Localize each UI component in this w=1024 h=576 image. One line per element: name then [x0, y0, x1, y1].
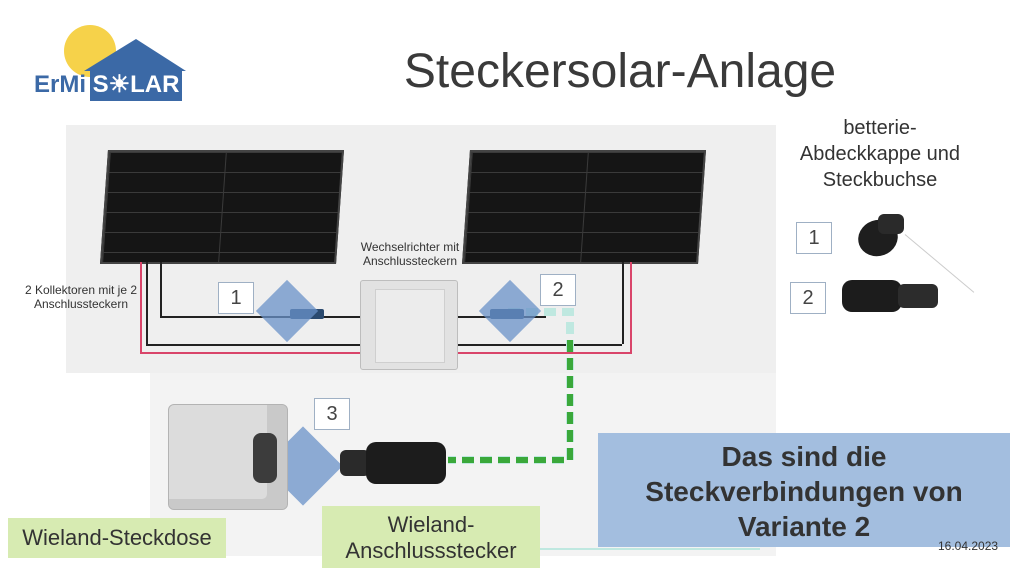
plug-label: Wieland-Anschlussstecker [322, 506, 540, 568]
slide-date: 16.04.2023 [938, 539, 999, 553]
inverter-label: Wechselrichter mit Anschlussteckern [360, 240, 460, 268]
right-item-2-number: 2 [790, 282, 826, 314]
wire-right-1 [622, 262, 624, 344]
wire-left-h3 [160, 316, 360, 318]
right-panel-title: betterie-Abdeckkappe und Steckbuchse [799, 117, 961, 191]
info-box: Das sind die Steckverbindungen von Varia… [598, 433, 1010, 547]
green-cable [448, 308, 574, 464]
logo: ErMi S☀LAR [34, 25, 186, 105]
solar-panel-left [100, 150, 344, 264]
wire-left-2 [140, 262, 142, 354]
wire-left-1 [146, 262, 148, 344]
logo-right-text: S☀LAR [90, 69, 182, 101]
house-roof-icon [84, 39, 186, 71]
wire-left-h2 [140, 352, 360, 354]
socket-label: Wieland-Steckdose [8, 518, 226, 558]
logo-left-text: ErMi [34, 71, 87, 98]
wire-right-h1 [456, 344, 622, 346]
wieland-socket-image [168, 404, 288, 510]
marker-3: 3 [314, 398, 350, 430]
slide-title: Steckersolar-Anlage [403, 45, 837, 98]
right-item-1-number: 1 [796, 222, 832, 254]
wire-left-3 [160, 262, 162, 317]
inverter [360, 280, 458, 370]
wire-left-h1 [146, 344, 360, 346]
cover-cap-image [852, 212, 906, 262]
wire-right-2 [630, 262, 632, 354]
wire-right-h2 [456, 352, 632, 354]
solar-panel-right [462, 150, 706, 264]
socket-connector-image [842, 276, 940, 316]
collectors-label: 2 Kollektoren mit je 2 Anschlussteckern [24, 283, 138, 311]
marker-2: 2 [540, 274, 576, 306]
wieland-plug-image [340, 438, 446, 488]
marker-1: 1 [218, 282, 254, 314]
connector-line [540, 548, 760, 550]
